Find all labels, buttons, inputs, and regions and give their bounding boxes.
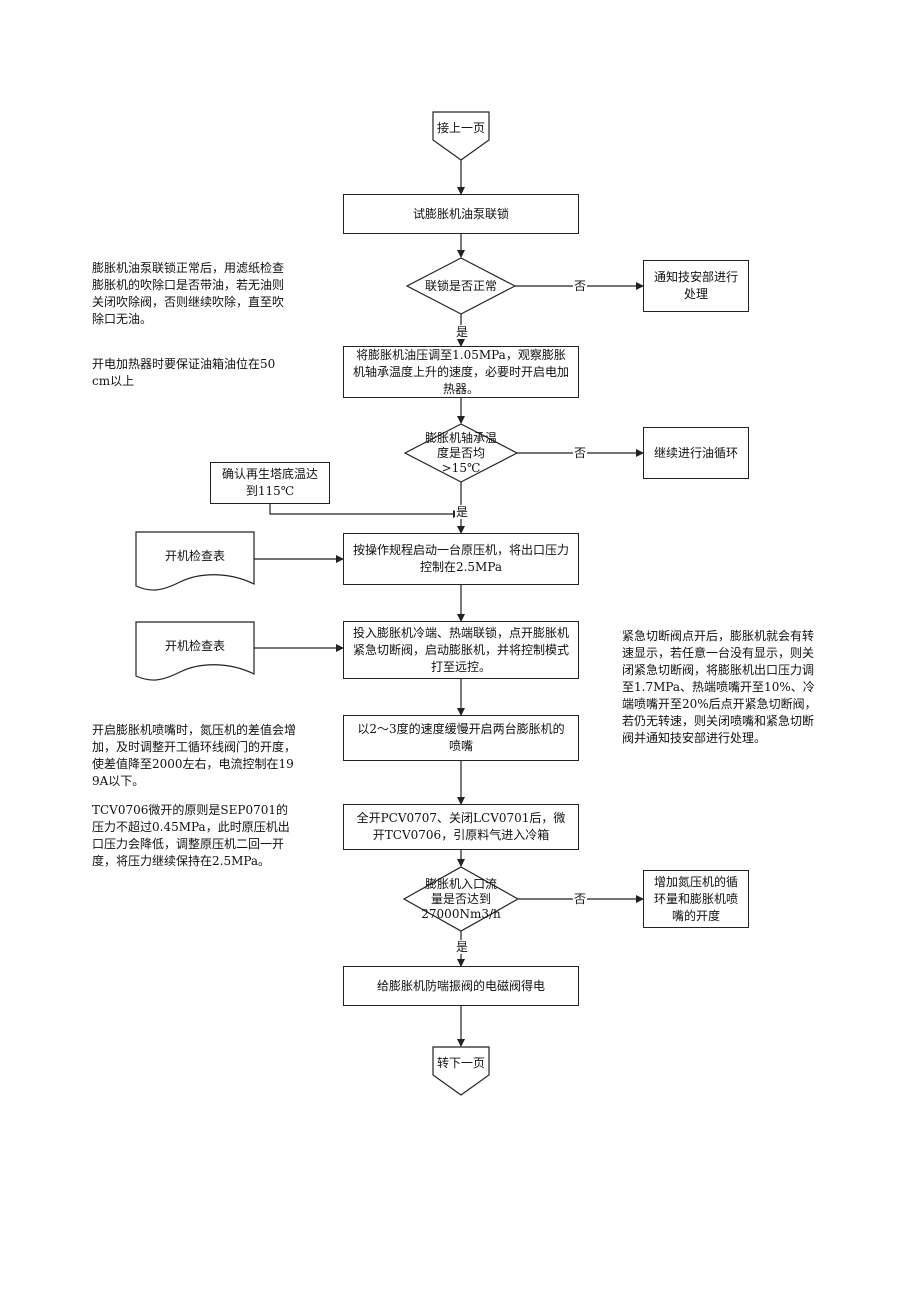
- step-energize-antisurge[interactable]: 给膨胀机防喘振阀的电磁阀得电: [343, 966, 579, 1006]
- step-open-nozzles[interactable]: 以2～3度的速度缓慢开启两台膨胀机的喷嘴: [343, 715, 579, 761]
- note-nozzle-adjustment: 开启膨胀机喷嘴时，氮压机的差值会增加，及时调整开工循环线阀门的开度，使差值降至2…: [92, 723, 297, 788]
- decision-flow-text[interactable]: 膨胀机入口流量是否达到27000Nm3/h: [421, 876, 501, 921]
- step-enable-interlocks[interactable]: 投入膨胀机冷端、热端联锁，点开膨胀机紧急切断阀，启动膨胀机，并将控制模式打至远控…: [343, 621, 579, 679]
- label-no-2: 否: [573, 446, 588, 460]
- label-yes-2: 是: [455, 505, 470, 519]
- decision-interlock-text[interactable]: 联锁是否正常: [424, 278, 497, 293]
- note-tcv0706-principle: TCV0706微开的原则是SEP0701的压力不超过0.45MPa，此时原压机出…: [92, 803, 290, 868]
- document-shape-1: [135, 531, 255, 591]
- label-no-3: 否: [573, 892, 588, 906]
- document-checklist-2[interactable]: 开机检查表: [164, 639, 225, 653]
- step-open-valves[interactable]: 全开PCV0707、关闭LCV0701后，微开TCV0706，引原料气进入冷箱: [343, 804, 579, 850]
- decision-temperature-text[interactable]: 膨胀机轴承温度是否均>15℃: [424, 430, 497, 475]
- offpage-connector-bottom: [432, 1046, 490, 1096]
- note-emergency-valve: 紧急切断阀点开后，膨胀机就会有转速显示，若任意一台没有显示，则关闭紧急切断阀，将…: [622, 629, 817, 745]
- document-shape-2: [135, 621, 255, 681]
- label-yes-3: 是: [455, 940, 470, 954]
- connector-top-label[interactable]: 接上一页: [436, 120, 485, 135]
- offpage-connector-top: [432, 111, 490, 161]
- document-checklist-1[interactable]: 开机检查表: [164, 549, 225, 563]
- step-adjust-oil-pressure[interactable]: 将膨胀机油压调至1.05MPa，观察膨胀机轴承温度上升的速度，必要时开启电加热器…: [343, 346, 579, 398]
- result-notify-safety-dept[interactable]: 通知技安部进行处理: [643, 260, 749, 312]
- step-oil-pump-interlock-test[interactable]: 试膨胀机油泵联锁: [343, 194, 579, 234]
- connector-bottom-label[interactable]: 转下一页: [436, 1055, 485, 1070]
- note-oil-pump-check: 膨胀机油泵联锁正常后，用滤纸检查膨胀机的吹除口是否带油，若无油则关闭吹除阀，否则…: [92, 261, 285, 326]
- label-no-1: 否: [573, 279, 588, 293]
- label-yes-1: 是: [455, 325, 470, 339]
- result-continue-oil-circulation[interactable]: 继续进行油循环: [643, 427, 749, 479]
- confirm-regenerator-temperature[interactable]: 确认再生塔底温达到115℃: [210, 462, 330, 504]
- note-heater-oil-level: 开电加热器时要保证油箱油位在50cm以上: [92, 357, 276, 388]
- step-start-compressor[interactable]: 按操作规程启动一台原压机，将出口压力控制在2.5MPa: [343, 533, 579, 585]
- result-increase-circulation[interactable]: 增加氮压机的循环量和膨胀机喷嘴的开度: [643, 870, 749, 928]
